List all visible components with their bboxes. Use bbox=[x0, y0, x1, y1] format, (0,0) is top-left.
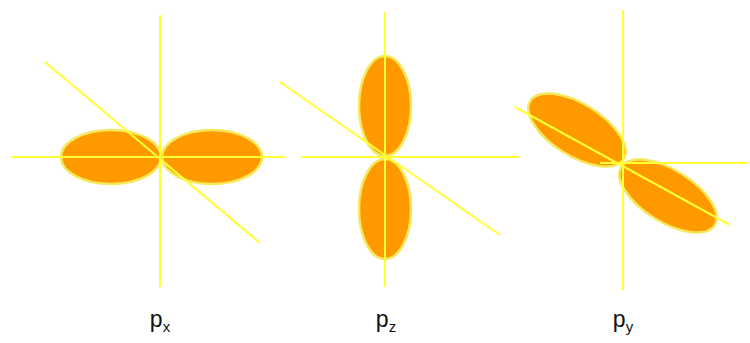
axis-line bbox=[622, 10, 624, 290]
axis-line bbox=[159, 15, 161, 287]
axis-line bbox=[12, 156, 285, 158]
orbital-label: px bbox=[150, 308, 170, 334]
axis-line bbox=[384, 12, 386, 287]
py-lobe bbox=[608, 145, 729, 247]
orbital-label: py bbox=[613, 308, 633, 334]
py-lobe bbox=[517, 79, 638, 181]
axis-line bbox=[515, 107, 730, 225]
axis-line bbox=[45, 62, 260, 243]
axis-line bbox=[302, 156, 520, 158]
orbital-label: pz bbox=[376, 308, 396, 334]
axis-line bbox=[280, 82, 500, 235]
